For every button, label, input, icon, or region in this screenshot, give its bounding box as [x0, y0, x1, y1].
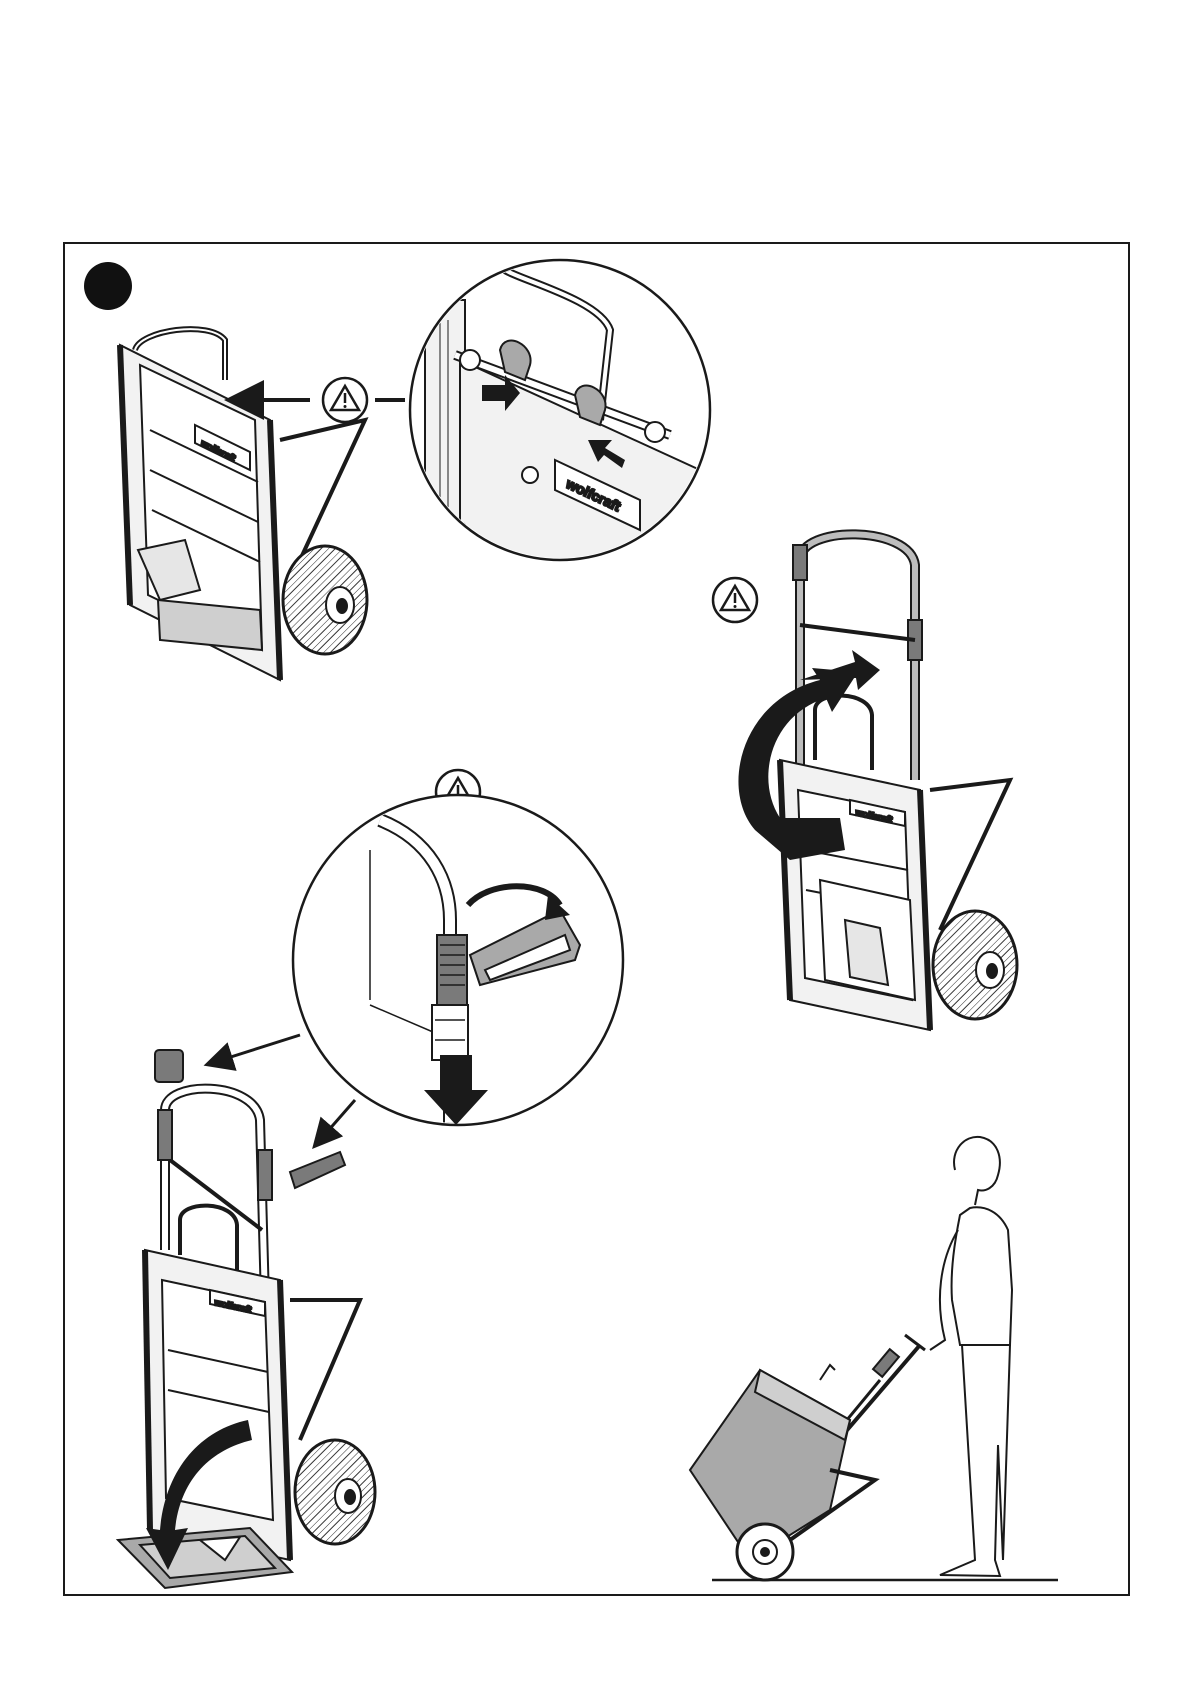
detail-zoom-lever	[293, 795, 623, 1140]
person-with-trolley	[690, 1137, 1058, 1580]
warning-icon	[713, 578, 757, 622]
warning-icon	[323, 378, 367, 422]
folded-trolley: wolfcraft	[120, 329, 367, 680]
extended-trolley: wolfcraft	[118, 1050, 375, 1588]
detail-zoom-clips: wolfcraft	[410, 260, 710, 560]
unfolding-trolley: wolfcraft	[780, 534, 1017, 1030]
